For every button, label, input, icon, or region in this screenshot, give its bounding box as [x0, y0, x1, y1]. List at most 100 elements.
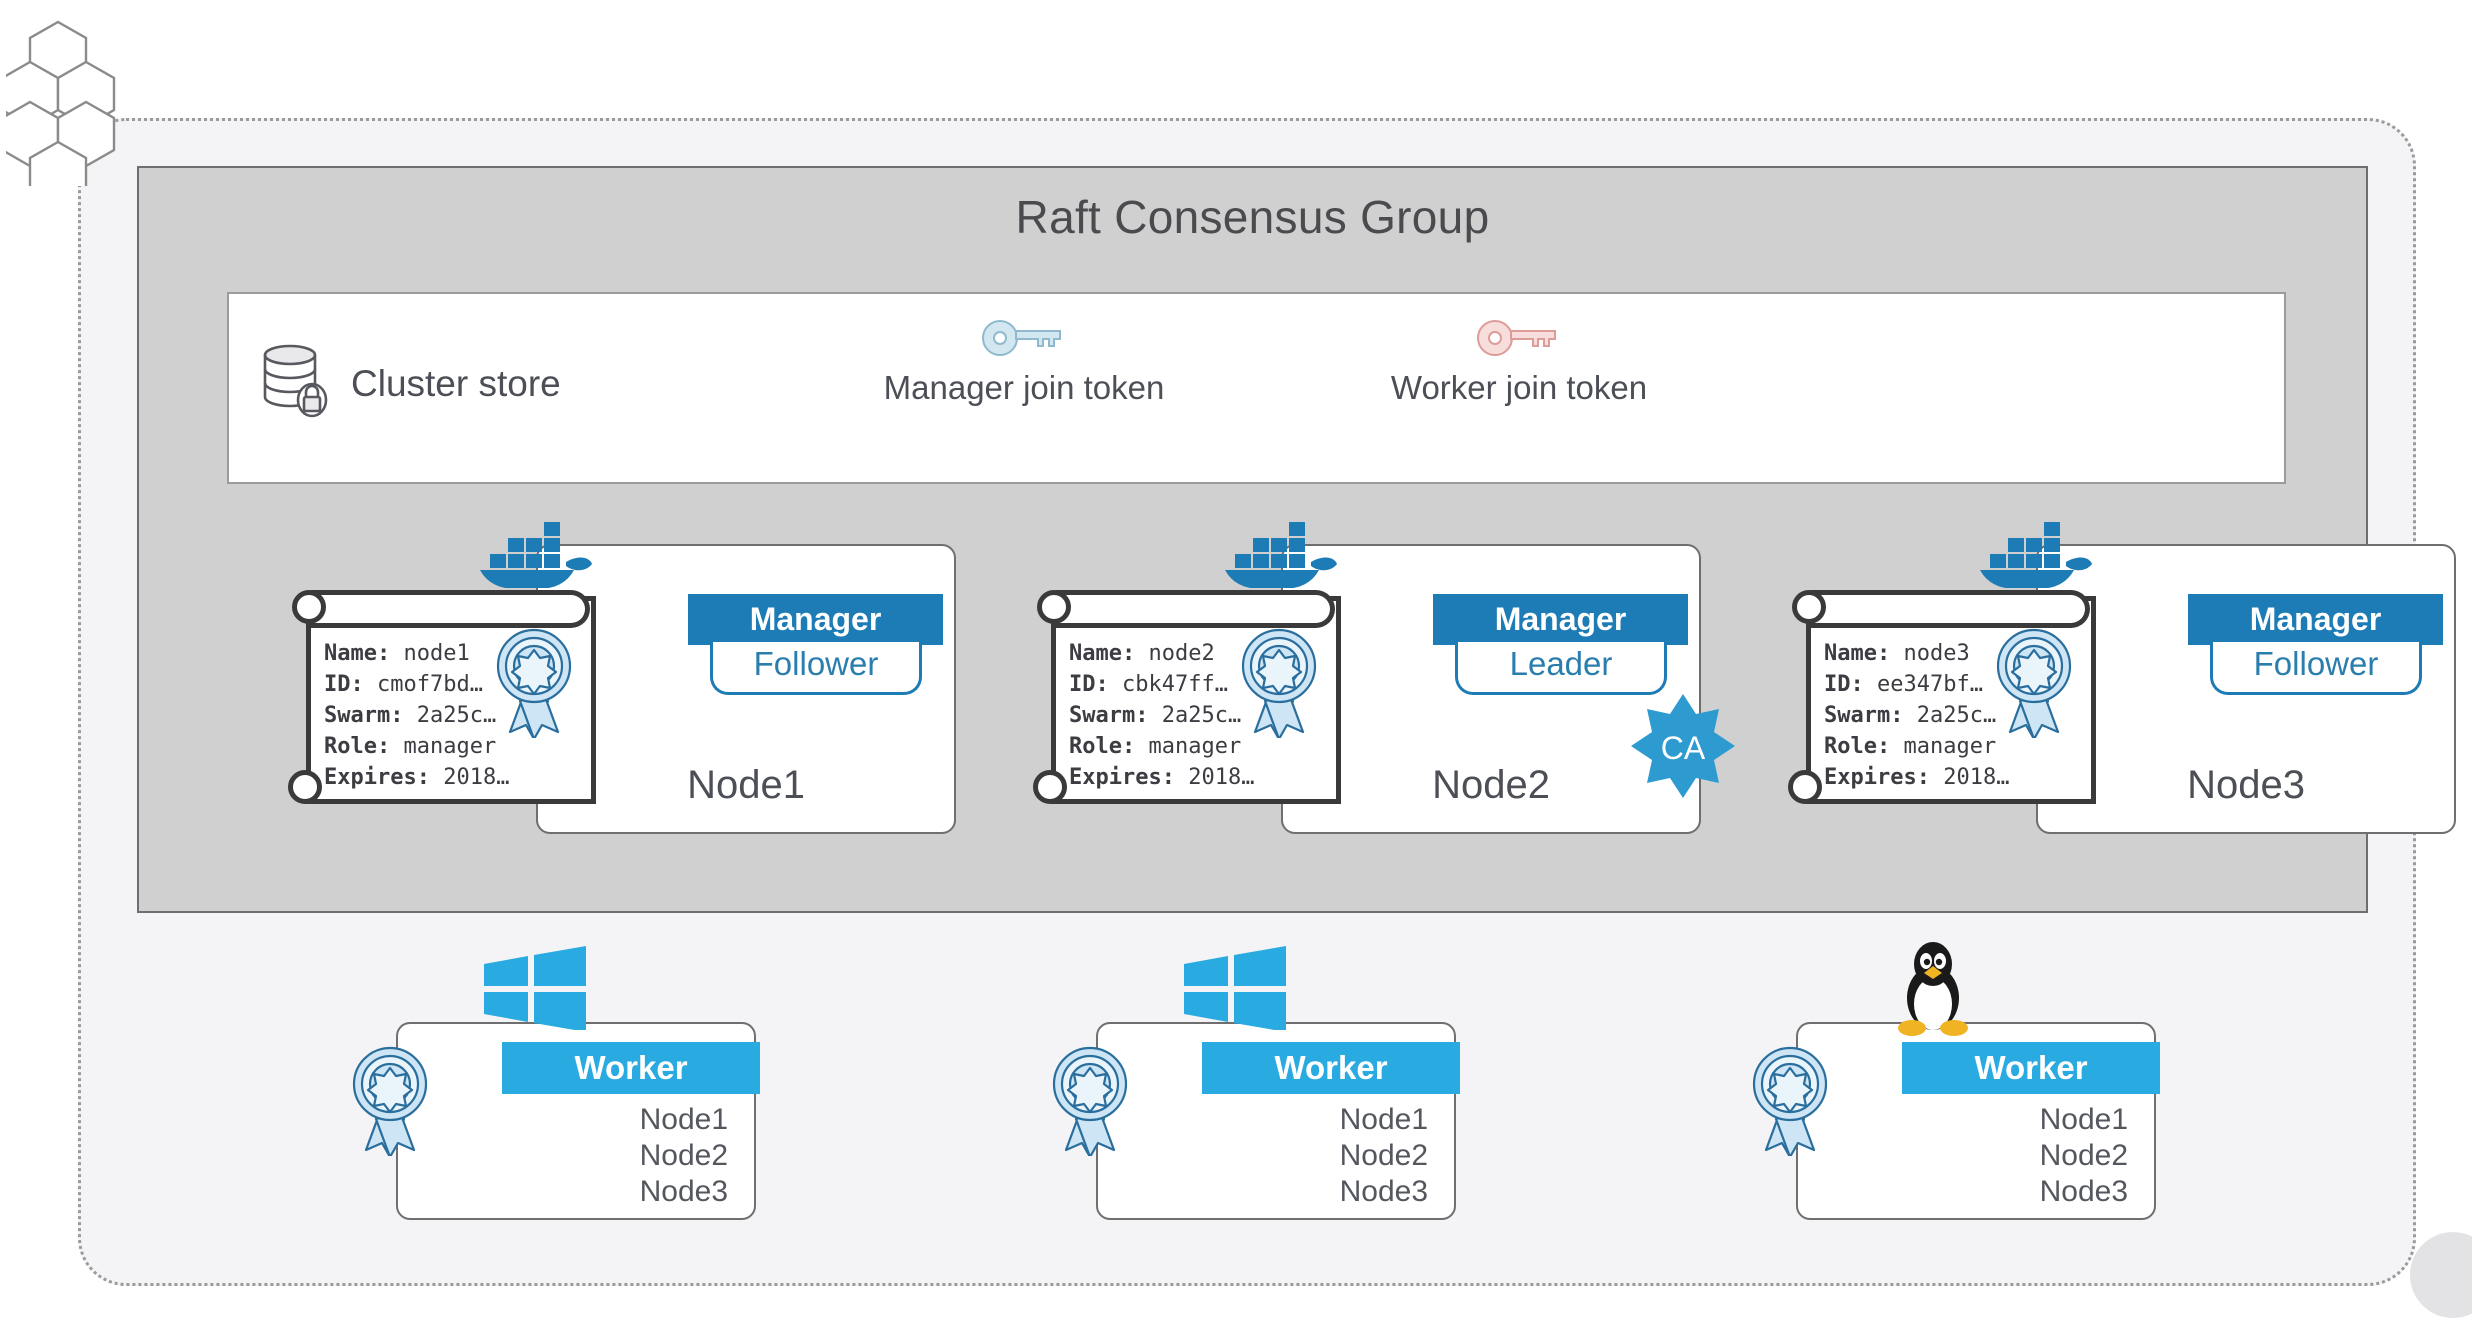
- certificate-headline-bar: [1811, 590, 2090, 628]
- worker-node[interactable]: Worker Node1 Node2 Node3: [1740, 942, 2160, 1220]
- certificate-field-key: Expires:: [324, 765, 430, 790]
- node-body: Manager Leader Node2: [1281, 544, 1701, 834]
- manager-node[interactable]: Manager Follower Node1: [284, 512, 984, 872]
- role-banner: Manager: [688, 594, 943, 645]
- ca-star-badge: CA: [1629, 692, 1737, 800]
- certificate-fields: Name: node3 ID: ee347bf… Swarm: 2a25c… R…: [1824, 638, 2009, 793]
- worker-body: Worker Node1 Node2 Node3: [396, 1022, 760, 1220]
- certificate-curl-top-icon: [1792, 590, 1826, 624]
- node-body: Manager Follower Node1: [536, 544, 956, 834]
- certificate-field-value: cbk47ff…: [1122, 672, 1228, 697]
- certificate-field-key: Swarm:: [324, 703, 404, 728]
- key-icon: [1475, 320, 1563, 364]
- certificate-field-key: Name:: [1824, 641, 1891, 666]
- manager-node[interactable]: Manager Leader Node2 CA: [1029, 512, 1735, 872]
- list-item: Node3: [1339, 1175, 1428, 1208]
- certificate-spine: [1051, 604, 1056, 786]
- certificate-headline-bar: [311, 590, 590, 628]
- certificate-field-key: Role:: [1069, 734, 1136, 759]
- docker-whale-icon: [462, 500, 592, 589]
- node-name-label: Node1: [687, 763, 805, 807]
- cluster-token-bar: Cluster store Manager join token: [227, 292, 2286, 484]
- raft-group-title: Raft Consensus Group: [1015, 191, 1490, 243]
- node-name-label: Node3: [2187, 763, 2305, 807]
- certificate-curl-top-icon: [292, 590, 326, 624]
- certificate-field-value: cmof7bd…: [377, 672, 483, 697]
- certificate-field-value: 2018…: [443, 765, 510, 790]
- role-banner: Manager: [2188, 594, 2443, 645]
- node-certificate: Name: node1 ID: cmof7bd… Swarm: 2a25c… R…: [284, 584, 596, 809]
- certificate-curl-top-icon: [1037, 590, 1071, 624]
- docker-whale-icon: [1207, 500, 1337, 589]
- list-item: Node1: [639, 1103, 728, 1136]
- certificate-field-key: Name:: [324, 641, 391, 666]
- certificate-field-value: ee347bf…: [1877, 672, 1983, 697]
- ribbon-seal-icon: [1040, 1040, 1146, 1159]
- certificate-field-value: 2a25c…: [416, 703, 497, 728]
- certificate-spine: [1806, 604, 1811, 786]
- worker-banner: Worker: [1902, 1042, 2160, 1094]
- certificate-fields: Name: node2 ID: cbk47ff… Swarm: 2a25c… R…: [1069, 638, 1254, 793]
- certificate-field-key: Swarm:: [1069, 703, 1149, 728]
- manager-join-token-label: Manager join token: [883, 369, 1165, 406]
- role-banner: Manager: [1433, 594, 1688, 645]
- certificate-field-value: 2a25c…: [1161, 703, 1242, 728]
- node-body: Manager Follower Node3: [2036, 544, 2456, 834]
- ca-star-label: CA: [1661, 730, 1706, 766]
- certificate-field-value: 2018…: [1188, 765, 1255, 790]
- worker-node-list: Node1 Node2 Node3: [640, 1102, 728, 1210]
- linux-penguin-icon: [1890, 940, 1976, 1036]
- worker-banner: Worker: [1202, 1042, 1460, 1094]
- worker-node[interactable]: Worker Node1 Node2 Node3: [1040, 946, 1460, 1220]
- certificate-field-key: Role:: [1824, 734, 1891, 759]
- certificate-field-key: ID:: [324, 672, 364, 697]
- certificate-field-key: Swarm:: [1824, 703, 1904, 728]
- certificate-field-value: node2: [1148, 641, 1215, 666]
- docker-whale-icon: [1962, 500, 2092, 589]
- key-icon: [980, 320, 1068, 364]
- ribbon-seal-icon: [1984, 622, 2090, 741]
- worker-body: Worker Node1 Node2 Node3: [1096, 1022, 1460, 1220]
- ribbon-seal-icon: [484, 622, 590, 741]
- certificate-field-value: node3: [1903, 641, 1970, 666]
- certificate-field-key: Name:: [1069, 641, 1136, 666]
- certificate-field-value: node1: [403, 641, 470, 666]
- worker-join-token-label: Worker join token: [1390, 369, 1648, 406]
- node-certificate: Name: node3 ID: ee347bf… Swarm: 2a25c… R…: [1784, 584, 2096, 809]
- worker-body: Worker Node1 Node2 Node3: [1796, 1022, 2160, 1220]
- certificate-curl-bottom-icon: [1788, 770, 1822, 804]
- ribbon-seal-icon: [1229, 622, 1335, 741]
- raft-state-badge: Follower: [710, 642, 922, 695]
- certificate-field-key: Role:: [324, 734, 391, 759]
- worker-join-token: Worker join token: [1354, 316, 1684, 407]
- canvas-resize-handle[interactable]: [2410, 1232, 2472, 1318]
- certificate-curl-bottom-icon: [1033, 770, 1067, 804]
- raft-consensus-group: Raft Consensus Group Cluster store: [137, 166, 2456, 913]
- honeycomb-logo-icon: [0, 14, 178, 208]
- list-item: Node3: [2039, 1175, 2128, 1208]
- cluster-store-label: Cluster store: [351, 362, 561, 404]
- windows-logo-icon: [480, 946, 590, 1032]
- certificate-spine: [306, 604, 311, 786]
- worker-node-list: Node1 Node2 Node3: [2040, 1102, 2128, 1210]
- certificate-field-key: Expires:: [1824, 765, 1930, 790]
- list-item: Node2: [639, 1139, 728, 1172]
- database-lock-icon: [259, 342, 329, 425]
- ribbon-seal-icon: [1740, 1040, 1846, 1159]
- raft-state-badge: Follower: [2210, 642, 2422, 695]
- list-item: Node1: [1339, 1103, 1428, 1136]
- certificate-field-value: manager: [403, 734, 497, 759]
- list-item: Node3: [639, 1175, 728, 1208]
- windows-logo-icon: [1180, 946, 1290, 1032]
- ribbon-seal-icon: [340, 1040, 446, 1159]
- manager-node[interactable]: Manager Follower Node3: [1784, 512, 2472, 872]
- worker-node-list: Node1 Node2 Node3: [1340, 1102, 1428, 1210]
- node-name-label: Node2: [1432, 763, 1550, 807]
- worker-node[interactable]: Worker Node1 Node2 Node3: [340, 946, 760, 1220]
- manager-join-token: Manager join token: [859, 316, 1189, 407]
- certificate-field-key: Expires:: [1069, 765, 1175, 790]
- certificate-field-key: ID:: [1824, 672, 1864, 697]
- certificate-field-value: manager: [1148, 734, 1242, 759]
- certificate-headline-bar: [1056, 590, 1335, 628]
- cluster-store-item: Cluster store: [259, 342, 561, 425]
